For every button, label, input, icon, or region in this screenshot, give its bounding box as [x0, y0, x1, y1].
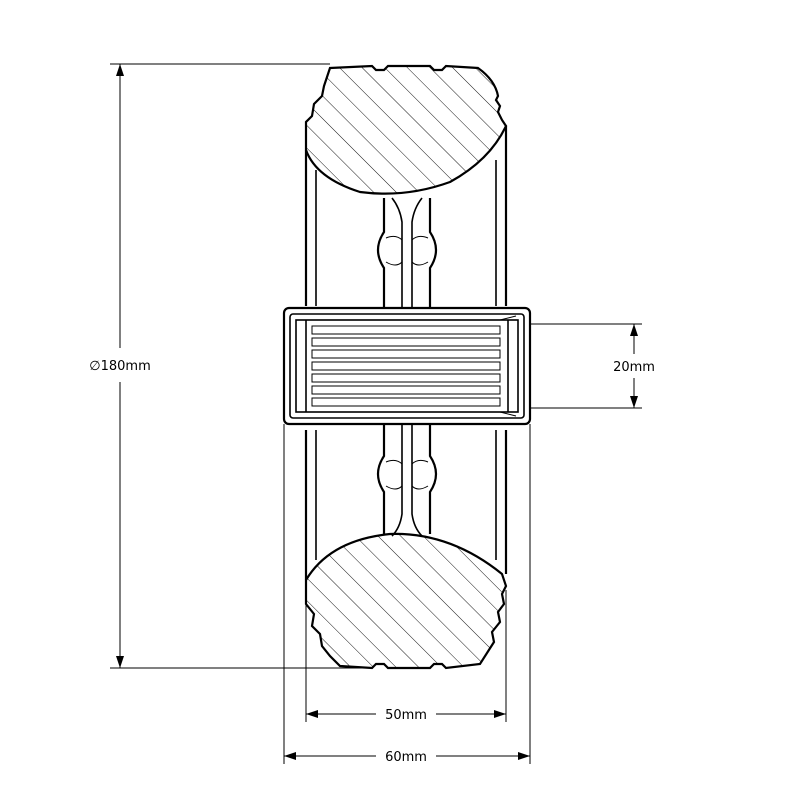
bore-label: 20mm: [613, 360, 655, 375]
diameter-label: ∅180mm: [89, 359, 150, 374]
diameter-dimension: ∅180mm: [89, 63, 372, 669]
bore-dimension: 20mm: [530, 323, 655, 409]
hub-length-dimension: 60mm: [283, 424, 531, 765]
tyre-section-top: [304, 64, 508, 195]
hub-length-label: 60mm: [385, 750, 427, 765]
hub-bearing: [282, 306, 532, 426]
wheel-web-top: [376, 197, 438, 308]
rim-outline: [304, 126, 508, 580]
tread-width-label: 50mm: [385, 708, 427, 723]
tyre-section-bottom: [304, 532, 508, 670]
wheel-web-bottom: [376, 424, 438, 537]
tread-width-dimension: 50mm: [305, 590, 507, 723]
